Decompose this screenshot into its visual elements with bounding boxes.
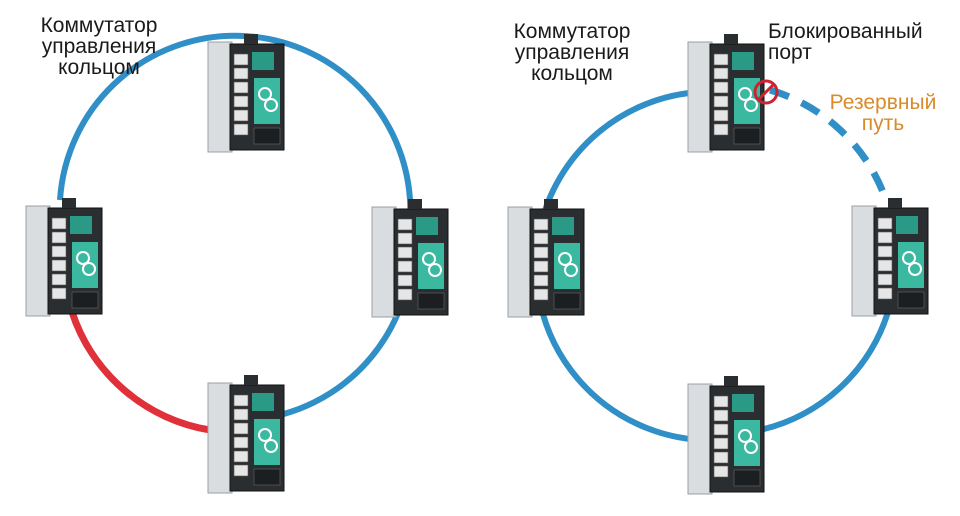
right-ring	[507, 33, 929, 495]
label-line: Блокированный	[768, 20, 923, 43]
right-ring-link	[759, 311, 891, 433]
ring-manager-label-left: Коммутатор управления кольцом	[34, 15, 164, 78]
ring-manager-switch	[687, 33, 765, 153]
ring-manager-label-right: Коммутатор управления кольцом	[507, 21, 637, 84]
label-line: Резервный	[829, 91, 937, 114]
label-line: кольцом	[58, 56, 140, 79]
switch	[687, 375, 765, 495]
backup-path-label: Резервный путь	[828, 92, 938, 134]
switch	[207, 374, 285, 494]
label-line: Коммутатор	[40, 14, 158, 37]
label-line: порт	[768, 41, 812, 64]
switch	[507, 198, 585, 318]
ring-manager-switch	[207, 33, 285, 153]
switch	[25, 197, 103, 317]
switch	[851, 197, 929, 317]
blocked-port-icon	[753, 79, 779, 105]
label-line: управления	[514, 41, 630, 64]
switch	[371, 198, 449, 318]
failed-link	[68, 310, 211, 434]
label-line: кольцом	[531, 62, 613, 85]
right-ring-link	[537, 89, 701, 229]
label-line: путь	[861, 112, 905, 135]
backup-path	[769, 86, 890, 202]
left-ring	[25, 32, 449, 494]
label-line: Коммутатор	[513, 20, 631, 43]
label-line: управления	[41, 35, 157, 58]
blocked-port-label: Блокированный порт	[768, 21, 923, 63]
